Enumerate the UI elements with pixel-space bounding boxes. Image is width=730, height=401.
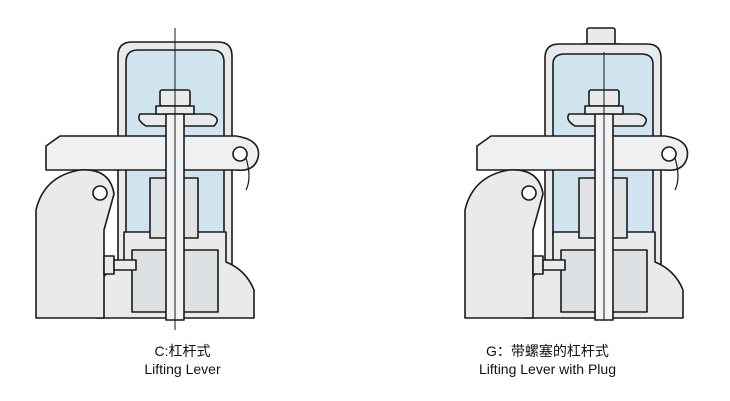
- figure-english-label: Lifting Lever with Plug: [479, 361, 616, 377]
- lever-arm: [45, 135, 260, 172]
- figure-english-label: Lifting Lever: [144, 361, 221, 377]
- figure-lifting-lever: C:杠杆式 Lifting Lever: [0, 28, 365, 378]
- lifting-lever-diagram: [35, 28, 260, 330]
- figure-code-label: C:杠杆式: [154, 343, 211, 359]
- bracket-pin: [521, 185, 537, 201]
- side-bolt-head: [103, 255, 115, 275]
- lever-pivot: [661, 146, 677, 162]
- lifting-lever-with-plug-diagram: [464, 27, 689, 321]
- figure-code-label: G：带螺塞的杠杆式: [486, 343, 609, 359]
- side-bolt-shank: [113, 259, 137, 271]
- side-bracket: [464, 169, 544, 319]
- lever-hook: [674, 157, 679, 191]
- side-bolt-shank: [542, 259, 566, 271]
- figure-lifting-lever-with-plug: G：带螺塞的杠杆式 Lifting Lever with Plug: [365, 0, 730, 401]
- lever-arm: [476, 135, 689, 172]
- caption-c: C:杠杆式 Lifting Lever: [0, 342, 365, 378]
- lever-hook: [245, 157, 250, 191]
- side-bracket: [35, 169, 115, 319]
- caption-g: G：带螺塞的杠杆式 Lifting Lever with Plug: [365, 342, 730, 378]
- bracket-pin: [92, 185, 108, 201]
- side-bolt-head: [532, 255, 544, 275]
- lever-pivot: [232, 146, 248, 162]
